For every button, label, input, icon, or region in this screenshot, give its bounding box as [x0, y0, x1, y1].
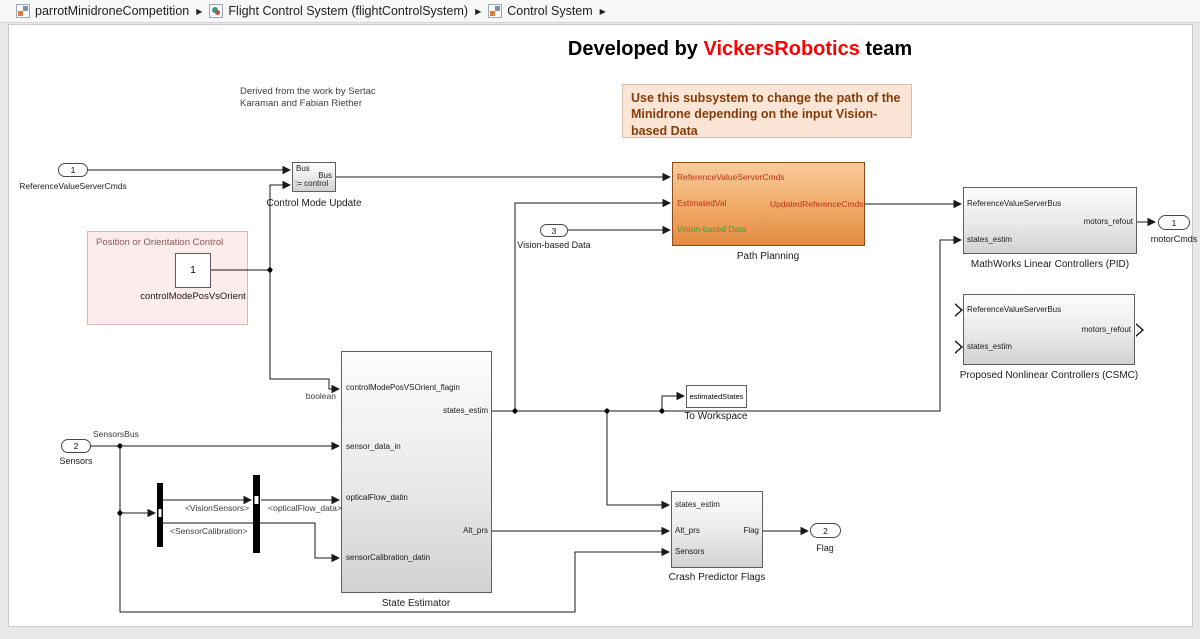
port-label: states_estim [675, 500, 720, 509]
control-mode-update-block[interactable] [292, 162, 336, 192]
breadcrumb-separator-icon[interactable]: ▶ [599, 6, 606, 16]
block-label: Path Planning [736, 251, 800, 262]
path-planning-block[interactable] [672, 162, 865, 246]
port-label: Sensors [675, 547, 705, 556]
port-label: := control [295, 179, 329, 188]
port-label: states_estim [443, 406, 488, 415]
outport-1[interactable]: 1 [1158, 215, 1190, 230]
path-planning-note[interactable]: Use this subsystem to change the path of… [622, 84, 912, 138]
title-suffix: team [859, 38, 913, 60]
port-label: ReferenceValueServerBus [967, 305, 1062, 314]
breadcrumb-separator-icon[interactable]: ▶ [196, 6, 203, 16]
port-label: ReferenceValueServerCmds [677, 172, 785, 182]
breadcrumb-label[interactable]: parrotMinidroneCompetition [35, 4, 190, 18]
port-name: Flag [816, 543, 834, 553]
crash-predictor-block[interactable] [671, 491, 763, 568]
breadcrumb-separator-icon[interactable]: ▶ [475, 6, 482, 16]
to-workspace-block[interactable]: estimatedStates [686, 385, 747, 408]
port-label: opticalFlow_datin [346, 493, 408, 502]
csmc-controllers-block[interactable] [963, 294, 1135, 365]
port-name: Sensors [59, 456, 93, 466]
breadcrumb-label[interactable]: Control System [507, 4, 593, 18]
port-label: controlModePosVSOrient_flagin [346, 383, 460, 392]
model-icon [16, 4, 30, 18]
port-label: Alt_prs [463, 526, 488, 535]
state-estimator-block[interactable] [341, 351, 492, 593]
port-label: UpdatedReferenceCmds [770, 199, 864, 209]
signal-label: <VisionSensors> [184, 503, 250, 513]
port-label: motors_refout [1081, 325, 1131, 334]
port-name: ReferenceValueServerCmds [19, 181, 127, 191]
subsystem-icon [488, 4, 503, 18]
pid-controllers-block[interactable] [963, 187, 1137, 254]
block-label: State Estimator [381, 598, 451, 609]
port-label: Alt_prs [675, 526, 700, 535]
port-label: motors_refout [1083, 217, 1133, 226]
inport-3[interactable]: 3 [540, 224, 568, 237]
title-team-name: VickersRobotics [703, 38, 860, 60]
signal-label: <opticalFlow_data> [268, 503, 342, 513]
port-label: Bus [318, 171, 332, 180]
port-label: EstimatedVal [677, 198, 727, 208]
page-title: Developed by VickersRobotics team [540, 38, 940, 61]
block-label: Control Mode Update [266, 198, 362, 209]
block-label: Crash Predictor Flags [668, 572, 766, 583]
outport-2[interactable]: 2 [810, 523, 841, 538]
inport-1[interactable]: 1 [58, 163, 88, 177]
breadcrumb: parrotMinidroneCompetition ▶ Flight Cont… [0, 0, 1200, 23]
port-label: Flag [743, 526, 759, 535]
port-label: ReferenceValueServerBus [967, 199, 1062, 208]
area-title: Position or Orientation Control [96, 237, 224, 248]
block-label: MathWorks Linear Controllers (PID) [970, 259, 1130, 270]
port-label: states_estim [967, 342, 1012, 351]
port-label: states_estim [967, 235, 1012, 244]
block-label: Proposed Nonlinear Controllers (CSMC) [959, 370, 1139, 381]
breadcrumb-item-control-system[interactable]: Control System [488, 4, 593, 18]
title-prefix: Developed by [567, 38, 704, 60]
signal-label: boolean [305, 391, 336, 401]
signal-label: <SensorCalibration> [170, 526, 248, 536]
port-name: Vision-based Data [517, 240, 591, 250]
signal-label: SensorsBus [93, 429, 139, 439]
subsystem-ref-icon [209, 4, 224, 18]
port-name: motorCmds [1150, 234, 1198, 244]
constant-block[interactable]: 1 [175, 253, 211, 288]
port-label: Vision-based Data [677, 224, 747, 234]
port-label: sensor_data_in [346, 442, 401, 451]
breadcrumb-item-flight-control[interactable]: Flight Control System (flightControlSyst… [209, 4, 468, 18]
port-label: sensorCalibration_datin [346, 553, 431, 562]
position-orientation-area[interactable] [87, 231, 248, 325]
port-label: Bus [296, 164, 310, 173]
block-label: controlModePosVsOrient [140, 291, 246, 302]
credits-annotation: Derived from the work by Sertac Karaman … [240, 86, 376, 110]
breadcrumb-label[interactable]: Flight Control System (flightControlSyst… [228, 4, 469, 18]
block-label: To Workspace [684, 411, 748, 422]
inport-2[interactable]: 2 [61, 439, 91, 453]
breadcrumb-item-model[interactable]: parrotMinidroneCompetition [16, 4, 189, 18]
